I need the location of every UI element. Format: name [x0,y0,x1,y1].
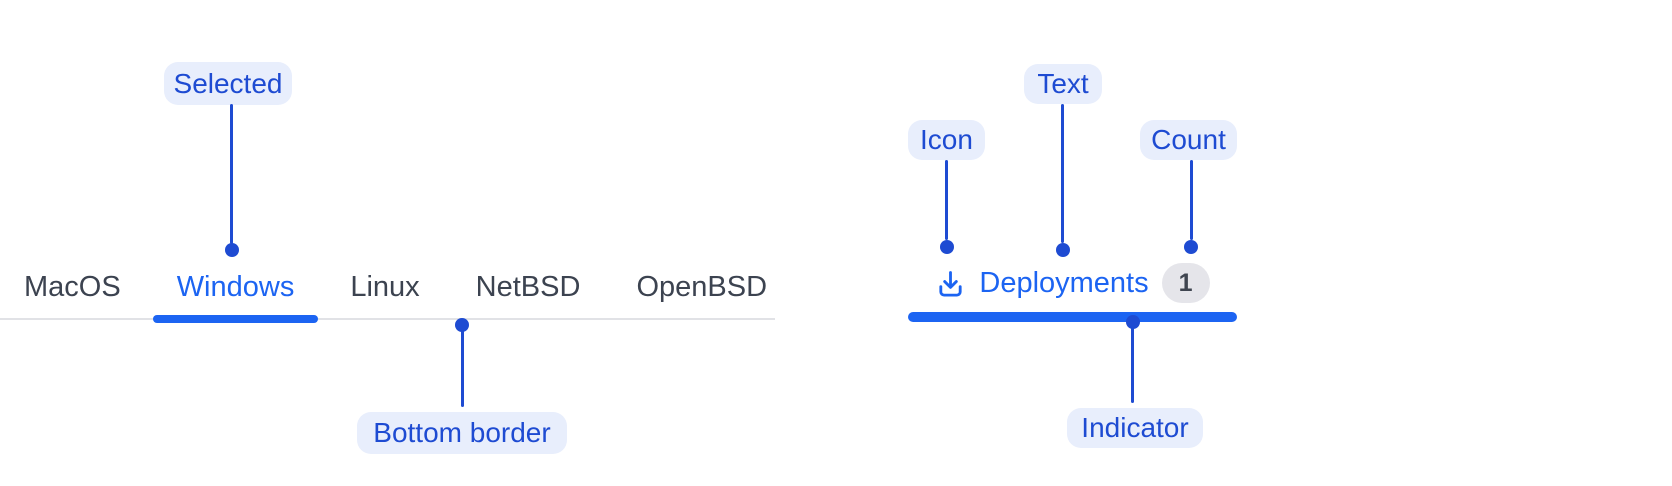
callout-icon: Icon [908,120,985,160]
callout-bottom-border: Bottom border [357,412,567,454]
text-connector-dot [1056,243,1070,257]
selected-connector-dot [225,243,239,257]
count-connector-line [1190,160,1193,240]
tab-label: Linux [350,270,420,303]
tab-indicator [908,312,1237,322]
bottom-border-connector-line [461,330,464,407]
callout-text: Text [1024,64,1102,104]
deployments-tab-content: Deployments 1 [908,260,1237,306]
tab-openbsd[interactable]: OpenBSD [612,256,791,318]
tab-netbsd[interactable]: NetBSD [452,256,605,318]
tab-label: NetBSD [475,270,581,303]
tab-label: OpenBSD [636,270,768,303]
selected-tab-underline [152,315,319,323]
bottom-border-connector-dot [455,318,469,332]
tab-windows[interactable]: Windows [152,256,319,323]
selected-connector-line [230,104,233,244]
os-tabs: MacOS Windows Linux NetBSD OpenBSD [0,256,775,323]
deployments-tab[interactable]: Deployments 1 [908,252,1237,322]
callout-selected: Selected [164,62,292,105]
icon-connector-line [945,160,948,240]
count-badge: 1 [1161,263,1210,303]
indicator-connector-dot [1126,315,1140,329]
count-connector-dot [1184,240,1198,254]
callout-indicator: Indicator [1067,408,1203,448]
indicator-connector-line [1131,327,1134,403]
callout-count: Count [1140,120,1237,160]
deployments-tab-label: Deployments [979,266,1149,299]
icon-connector-dot [940,240,954,254]
tab-label: MacOS [24,270,121,303]
text-connector-line [1061,104,1064,243]
tab-macos[interactable]: MacOS [0,256,145,318]
tab-linux[interactable]: Linux [326,256,443,318]
tab-label: Windows [176,270,295,303]
download-icon [939,270,962,297]
